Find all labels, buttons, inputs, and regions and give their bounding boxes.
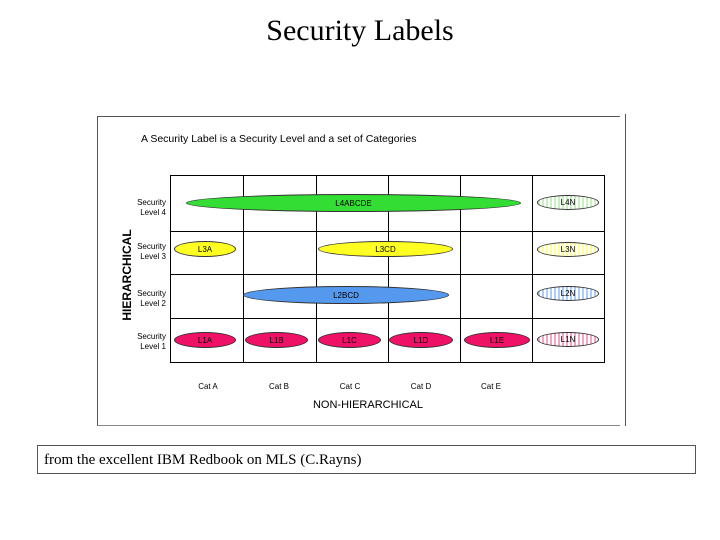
label-l1b: L1B: [245, 332, 308, 348]
category-a-label: Cat A: [198, 382, 218, 391]
grid-row-divider: [171, 274, 604, 275]
level-2-line2: Level 2: [140, 299, 166, 308]
level-3-line2: Level 3: [140, 252, 166, 261]
label-l4n: L4N: [537, 195, 599, 210]
caption-box: from the excellent IBM Redbook on MLS (C…: [37, 445, 696, 474]
grid-column-divider: [460, 176, 461, 362]
figure-subtitle: A Security Label is a Security Level and…: [141, 133, 417, 145]
grid-row-divider: [171, 231, 604, 232]
label-l1e: L1E: [464, 332, 530, 348]
level-2-label: Security Level 2: [122, 289, 166, 309]
label-grid: [170, 175, 605, 363]
x-axis-title: NON-HIERARCHICAL: [312, 399, 423, 411]
grid-column-divider: [532, 176, 533, 362]
y-axis-title: HIERARCHICAL: [120, 229, 134, 321]
grid-column-divider: [243, 176, 244, 362]
category-c-label: Cat C: [339, 382, 361, 391]
level-3-label: Security Level 3: [122, 242, 166, 262]
slide-title: Security Labels: [266, 14, 454, 47]
level-4-label: Security Level 4: [122, 198, 166, 218]
figure-frame: [97, 116, 620, 426]
grid-row-divider: [171, 318, 604, 319]
label-l3a: L3A: [174, 241, 236, 257]
level-1-line2: Level 1: [140, 342, 166, 351]
level-3-line1: Security: [137, 242, 166, 251]
category-e-label: Cat E: [480, 382, 501, 391]
category-b-label: Cat B: [268, 382, 289, 391]
label-l2n: L2N: [537, 286, 599, 301]
label-l4abcde: L4ABCDE: [186, 194, 521, 212]
label-l1d: L1D: [389, 332, 453, 348]
label-l1n: L1N: [537, 332, 599, 347]
label-l3n: L3N: [537, 242, 599, 257]
level-1-line1: Security: [137, 332, 166, 341]
grid-column-divider: [316, 176, 317, 362]
grid-column-divider: [388, 176, 389, 362]
category-d-label: Cat D: [410, 382, 432, 391]
label-l1c: L1C: [318, 332, 381, 348]
level-2-line1: Security: [137, 289, 166, 298]
level-4-line2: Level 4: [140, 208, 166, 217]
level-4-line1: Security: [137, 198, 166, 207]
label-l3cd: L3CD: [318, 241, 453, 257]
label-l1a: L1A: [174, 332, 236, 348]
level-1-label: Security Level 1: [122, 332, 166, 352]
frame-edge: [625, 114, 626, 426]
label-l2bcd: L2BCD: [243, 286, 449, 304]
caption-text: from the excellent IBM Redbook on MLS (C…: [44, 452, 362, 468]
